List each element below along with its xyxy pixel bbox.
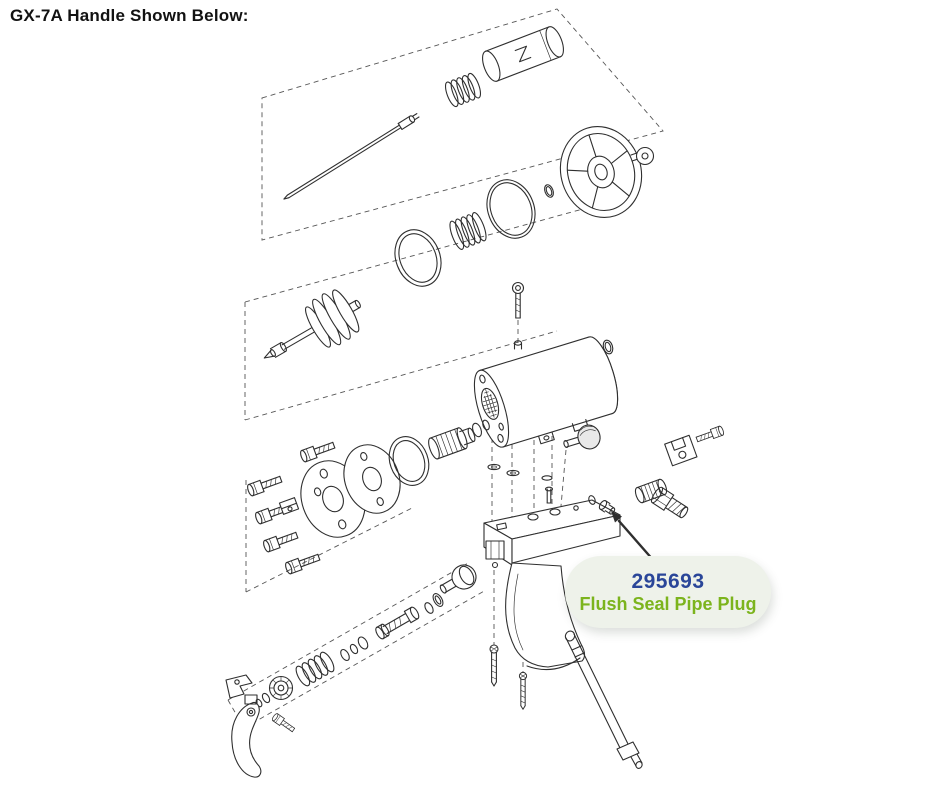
part-name: Flush Seal Pipe Plug — [579, 593, 757, 614]
cylinder-o-ring-part — [602, 339, 614, 355]
plug-o-ring-part — [588, 495, 596, 505]
pivot-clamp-part — [225, 674, 253, 699]
top-nipple-part — [513, 340, 523, 350]
clamp-part — [278, 497, 300, 515]
adjust-wheel-part — [268, 675, 294, 701]
reverse-bracket-part — [664, 434, 698, 467]
bracket-screw-part — [694, 425, 725, 445]
part-callout: 295693 Flush Seal Pipe Plug — [565, 556, 771, 628]
part-number: 295693 — [631, 569, 705, 593]
needle-rod-part — [283, 113, 420, 200]
sleeve-part — [482, 26, 564, 82]
callout-arrow — [611, 511, 656, 563]
gasket-ring-part — [388, 436, 430, 486]
handle-part — [483, 499, 621, 671]
bushing-rings-part — [471, 419, 490, 438]
air-tube-part — [564, 630, 643, 769]
pipe-plug-part — [598, 499, 616, 515]
piston-part — [263, 289, 361, 359]
stem-rings-part — [424, 593, 444, 614]
o-ring-small-part — [544, 184, 554, 198]
rotor-part — [559, 125, 643, 219]
o-ring-large-part — [394, 229, 442, 287]
trigger-spring-part — [295, 651, 335, 687]
throttle-knob-part — [563, 424, 601, 450]
spring-upper-part — [444, 72, 482, 108]
cylinder-part — [473, 336, 619, 448]
trigger-part — [231, 694, 262, 778]
stem-rings2-part — [340, 636, 369, 662]
page-title: GX-7A Handle Shown Below: — [10, 6, 249, 25]
valve-bushing-part — [428, 427, 476, 460]
rotor-knob-part — [630, 146, 655, 166]
valve-stem-part — [375, 606, 420, 640]
valve-cap-part — [439, 564, 477, 594]
air-inlet-part — [650, 486, 689, 519]
top-screw-part — [511, 281, 525, 319]
valve-washers-part — [487, 463, 554, 504]
o-ring-large2-part — [486, 179, 536, 239]
gasket-plate-part — [343, 444, 401, 514]
trigger-screw-part — [270, 712, 297, 734]
